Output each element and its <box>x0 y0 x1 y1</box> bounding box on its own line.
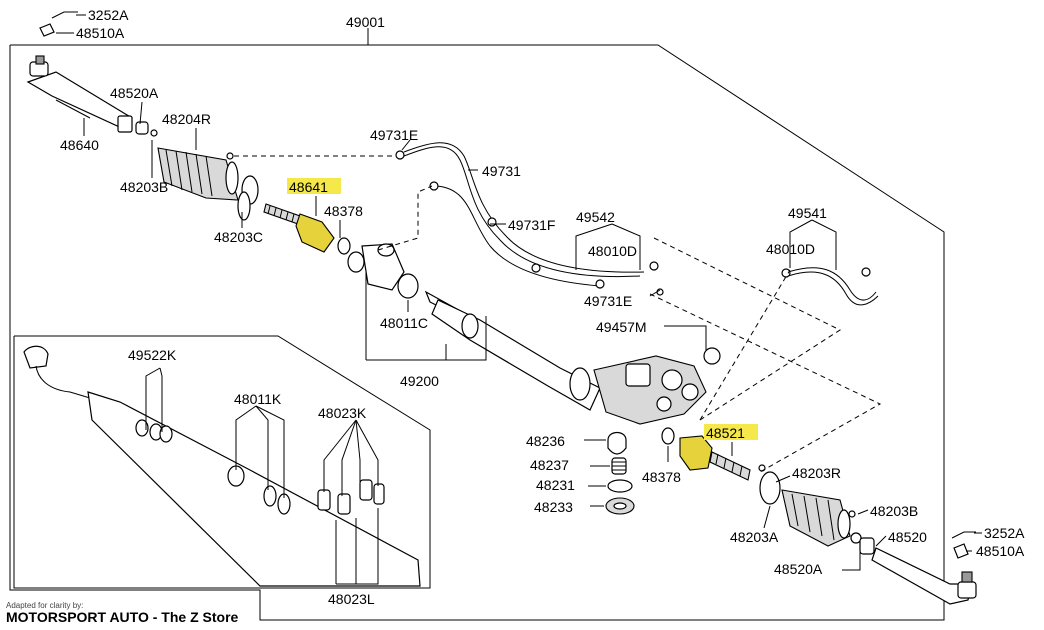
label-48203B-left: 48203B <box>120 179 168 195</box>
label-49200: 49200 <box>400 373 439 389</box>
label-48520: 48520 <box>888 529 927 545</box>
credit-store-name: MOTORSPORT AUTO - The Z Store <box>6 609 239 625</box>
inset-detail-frame <box>13 335 431 589</box>
label-49731F: 49731F <box>508 217 555 233</box>
label-48023K: 48023K <box>318 405 367 421</box>
fasteners-bottom-right <box>951 531 976 559</box>
label-48011K: 48011K <box>234 391 282 407</box>
left-boot <box>157 147 259 221</box>
adjuster-parts <box>605 427 675 515</box>
label-48203B-right: 48203B <box>870 503 918 519</box>
dashed-guides <box>234 155 882 473</box>
inner-tie-rod-left <box>263 203 351 255</box>
label-49731: 49731 <box>482 163 521 179</box>
part-labels: 3252A 48510A 49001 48520A 48204R 48640 4… <box>60 7 1025 607</box>
label-48204R: 48204R <box>162 111 211 127</box>
highlight-48641 <box>287 178 341 194</box>
label-49542: 49542 <box>576 209 615 225</box>
label-48520A-left: 48520A <box>110 85 159 101</box>
label-3252A-bottom: 3252A <box>984 525 1025 541</box>
label-48640: 48640 <box>60 137 99 153</box>
rack-housing <box>347 243 721 425</box>
label-48510A-bottom: 48510A <box>976 543 1025 559</box>
label-48203R: 48203R <box>792 465 841 481</box>
label-48231: 48231 <box>536 477 575 493</box>
label-48203C: 48203C <box>214 229 263 245</box>
label-48233: 48233 <box>534 499 573 515</box>
leader-lines <box>55 14 982 585</box>
label-49541: 49541 <box>788 205 827 221</box>
label-48010D-mid: 48010D <box>588 243 637 259</box>
label-49522K: 49522K <box>128 347 177 363</box>
label-48378-left: 48378 <box>324 203 363 219</box>
inner-tie-rod-right <box>679 435 751 481</box>
label-48010D-right: 48010D <box>766 241 815 257</box>
left-tie-rod-end <box>26 55 158 137</box>
label-48641: 48641 <box>289 179 328 195</box>
label-48510A-top: 48510A <box>76 25 125 41</box>
label-3252A-top: 3252A <box>88 7 129 23</box>
label-48011C: 48011C <box>380 315 428 331</box>
pressure-lines <box>395 142 879 306</box>
fasteners-top-left <box>39 11 78 37</box>
label-48203A: 48203A <box>730 529 779 545</box>
label-49457M: 49457M <box>596 319 647 335</box>
highlight-48521 <box>704 424 758 440</box>
right-tie-rod-end <box>850 532 977 605</box>
label-48378-right: 48378 <box>642 469 681 485</box>
label-49731E-mid: 49731E <box>584 293 632 309</box>
label-48520A-right: 48520A <box>774 561 823 577</box>
label-49731E-top: 49731E <box>370 127 418 143</box>
inset-rack-detail <box>23 345 421 587</box>
label-48521: 48521 <box>706 425 745 441</box>
label-48023L: 48023L <box>328 591 375 607</box>
label-49001: 49001 <box>346 14 385 30</box>
main-assembly-frame <box>9 44 945 621</box>
label-48237: 48237 <box>530 457 569 473</box>
credit-caption: Adapted for clarity by: <box>6 601 83 610</box>
label-48236: 48236 <box>526 433 565 449</box>
